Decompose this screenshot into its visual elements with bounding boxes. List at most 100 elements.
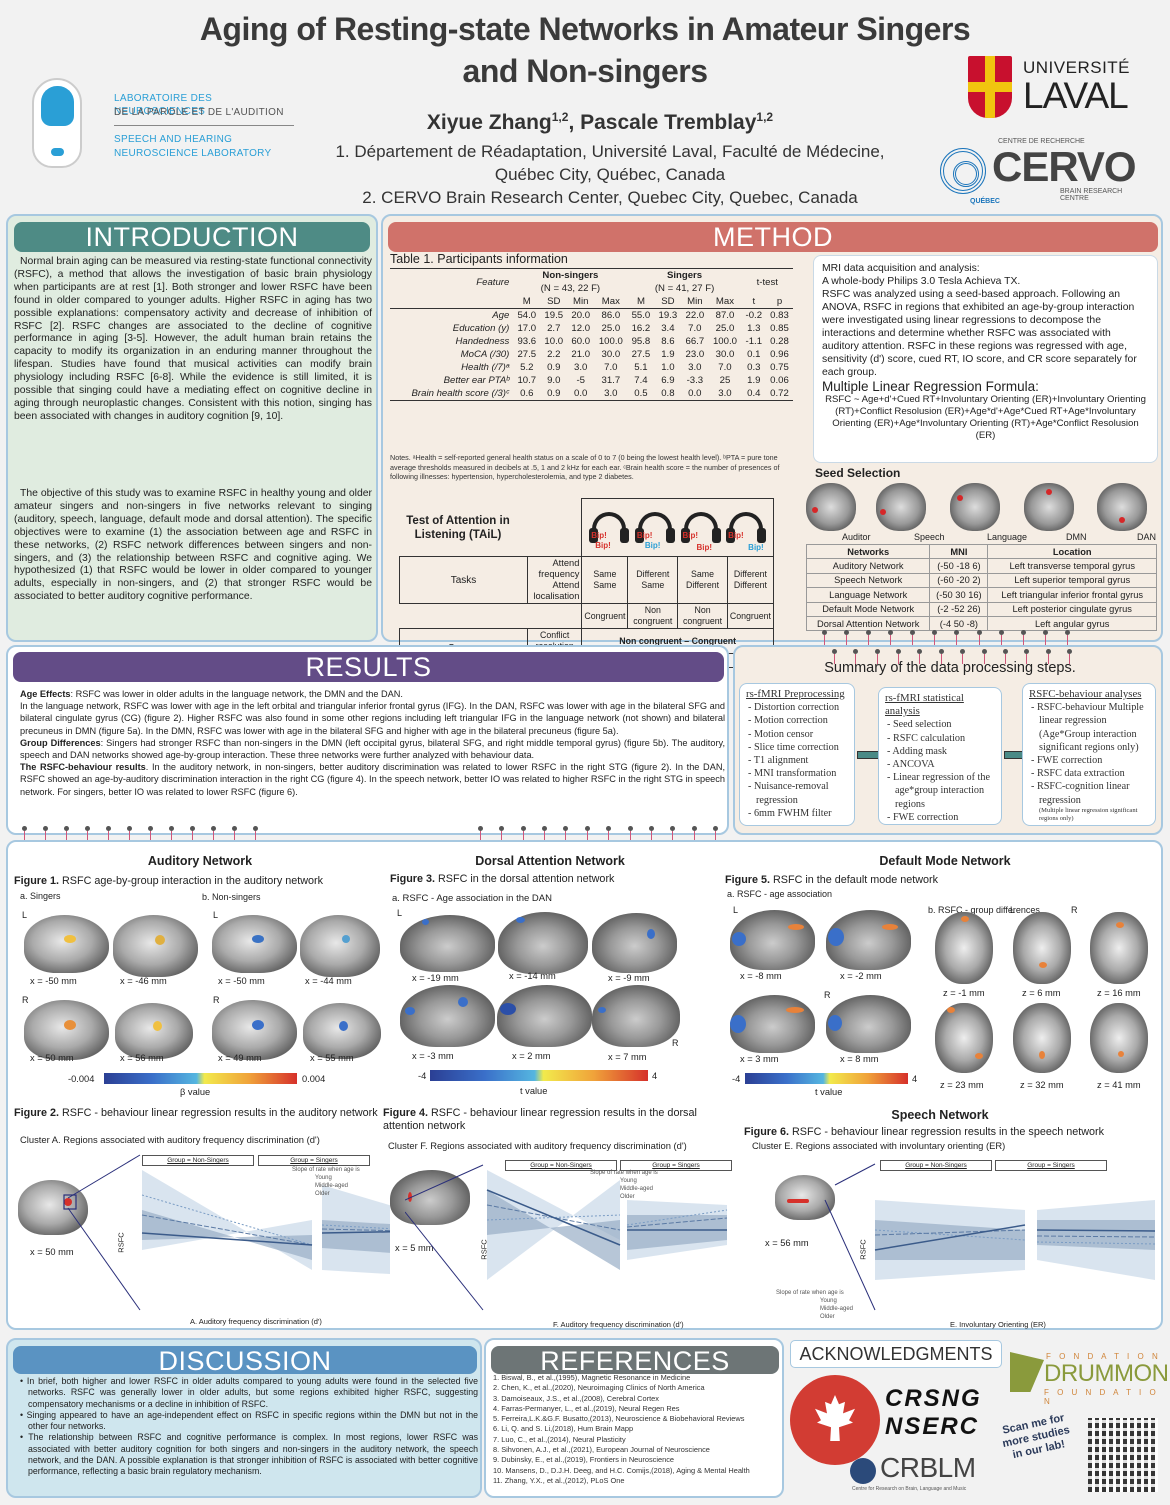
value-cell: 0.28 (770, 336, 789, 347)
value-cell: 0.96 (770, 349, 789, 360)
figure4-label: Figure 4. (383, 1107, 428, 1119)
figure3-sub-a: a. RSFC - Age association in the DAN (392, 893, 552, 904)
introduction-paragraph-1: Normal brain aging can be measured via r… (14, 256, 372, 422)
lab-name-en-1: SPEECH AND HEARING (114, 134, 233, 145)
title-line-2: and Non-singers (462, 53, 708, 89)
value-cell: -5 (576, 375, 585, 386)
slice-label: x = 56 mm (765, 1238, 809, 1248)
ttest-header: t-test (756, 276, 778, 288)
summary-list-item: - MNI transformation (748, 768, 837, 780)
behaviour-results-label: The RSFC-behaviour results (20, 762, 146, 773)
summary-list-item: - RSFC-cognition linear regression (1031, 781, 1130, 806)
universite-laval-logo: UNIVERSITÉ LAVAL (968, 56, 1148, 124)
figure6-label: Figure 6. (744, 1126, 789, 1138)
headphones-icon: Bip!Bip! (634, 510, 675, 550)
hemisphere-left: L (733, 905, 739, 915)
cond-4-loc: Different (733, 580, 767, 590)
poster-title: Aging of Resting-state Networks in Amate… (100, 8, 1070, 92)
cervo-region: QUÉBEC (970, 198, 1000, 205)
value-cell: 0.0 (688, 388, 702, 399)
value-cell: 0.5 (634, 388, 648, 399)
ulaval-line-1: UNIVERSITÉ (1023, 58, 1131, 77)
value-cell: 0.0 (574, 388, 588, 399)
summary-item: FWE correction (1036, 755, 1103, 767)
brain-midsagittal-image (592, 985, 680, 1047)
lab-name-en-2: NEUROSCIENCE LABORATORY (114, 148, 272, 159)
table1-title: Table 1. Participants information (390, 252, 568, 266)
hemisphere-right: R (1071, 905, 1078, 915)
feature-cell: Brain health score (/3)ᶜ (411, 388, 510, 399)
figure2-cluster: Cluster A. Regions associated with audit… (20, 1134, 320, 1145)
summary-list-item: - Motion correction (748, 715, 828, 727)
discussion-bullet: The relationship between RSFC and cognit… (18, 1432, 478, 1477)
panel-nonsingers (141, 1170, 313, 1270)
column-header: Max (708, 295, 742, 309)
summary-item: T1 alignment (753, 755, 809, 767)
seed-label-dmn: DMN (1066, 532, 1087, 542)
discussion-bullet: Singing appeared to have an age-independ… (18, 1410, 478, 1433)
seed-mni-cell: (-60 -20 2) (929, 572, 989, 589)
cond-2-loc: Same (641, 580, 665, 590)
connector-dots-right (478, 826, 718, 842)
figure1-caption: RSFC age-by-group interaction in the aud… (59, 875, 324, 887)
seed-label-auditory: Auditor (842, 532, 871, 542)
figure6-cluster: Cluster E. Regions associated with invol… (752, 1140, 1006, 1151)
drummond-bottom: F O U N D A T I O N (1044, 1388, 1159, 1406)
reference-item: 5. Ferreira,L.K.&G.F. Busatto,(2013), Ne… (493, 1414, 745, 1424)
seed-mni-cell: (-50 -18 6) (929, 558, 989, 574)
tail-table: Bip!Bip!Bip!Bip!Bip!Bip!Bip!Bip! Tasks A… (399, 498, 775, 668)
cond-3-type: Non congruent (677, 603, 728, 629)
slice-label: x = -50 mm (30, 976, 77, 986)
cervo-sub: BRAIN RESEARCH CENTRE (1060, 188, 1123, 202)
value-cell: 5.2 (520, 362, 534, 373)
summary-box-heading: rs-fMRI Preprocessing (746, 688, 845, 700)
value-cell: 27.5 (517, 349, 537, 360)
introduction-heading: INTRODUCTION (14, 222, 370, 252)
seed-header-location: Location (987, 543, 1157, 560)
seed-location-cell: Left transverse temporal gyrus (987, 558, 1157, 574)
value-cell: 8.6 (661, 336, 675, 347)
value-cell: 16.2 (631, 323, 651, 334)
value-cell: 2.2 (547, 349, 561, 360)
seed-row: Speech Network(-60 -20 2)Left superior t… (805, 572, 1157, 589)
lab-name-fr-2: DE LA PAROLE ET DE L'AUDITION (114, 107, 284, 118)
figure4-caption: RSFC - behaviour linear regression resul… (383, 1107, 697, 1132)
figure5-label: Figure 5. (725, 874, 770, 886)
column-header: Max (594, 295, 628, 309)
value-cell: 93.6 (517, 336, 537, 347)
figure4-plot (405, 1164, 728, 1311)
author-2-affil: 1,2 (756, 110, 774, 124)
value-cell: 1.9 (661, 349, 675, 360)
legend-middle: Middle-aged (620, 1186, 654, 1192)
value-cell: 23.0 (685, 349, 705, 360)
slice-label: z = 6 mm (1022, 988, 1061, 998)
reference-item: 8. Sihvonen, A.J., et al.,(2021), Europe… (493, 1445, 710, 1455)
connector-dots (822, 630, 1070, 646)
cond-1-freq: Same (593, 569, 617, 579)
figure6-caption: RSFC - behaviour linear regression resul… (789, 1126, 1105, 1138)
colorbar-min: -4 (418, 1071, 427, 1081)
affiliation-1-city: Québec City, Québec, Canada (494, 165, 726, 184)
brain-midsagittal-image (400, 915, 495, 972)
seed-row: Dorsal Attention Network(-4 50 -8)Left a… (805, 616, 1157, 632)
references-panel: REFERENCES (484, 1338, 784, 1498)
summary-box-heading: RSFC-behaviour analyses (1029, 688, 1142, 700)
figure5-sub-a: a. RSFC - age association (727, 889, 833, 899)
hemisphere-right: R (672, 1038, 679, 1048)
headphones-icon: Bip!Bip! (589, 510, 630, 550)
references-list: 1. Biswal, B., et al.,(1995), Magnetic R… (493, 1373, 750, 1486)
colorbar-max: 4 (912, 1074, 918, 1084)
brain-language-icon (950, 483, 1000, 531)
value-cell: 0.1 (747, 349, 761, 360)
brain-sagittal-image (115, 1003, 193, 1059)
summary-footnote: (Multiple linear regression significant … (1039, 806, 1138, 822)
legend-title: Slope of rate when age is (776, 1290, 844, 1296)
preprocessing-box: rs-fMRI Preprocessing- Distortion correc… (739, 683, 855, 826)
qr-code[interactable] (1088, 1418, 1158, 1492)
